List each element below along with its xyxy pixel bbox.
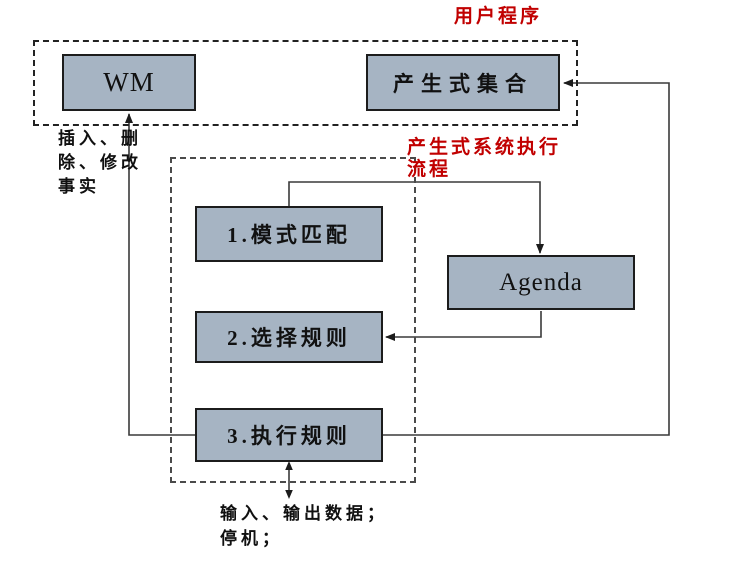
step2-select-rule-node: 2.选择规则 <box>195 311 383 363</box>
exec-flow-caption: 产生式系统执行 流程 <box>407 137 562 180</box>
step1-node-label: 1.模式匹配 <box>227 223 351 247</box>
arrow-step3-to-wm <box>125 113 195 436</box>
step2-node-label: 2.选择规则 <box>227 326 351 350</box>
step3-node-label: 3.执行规则 <box>227 424 351 448</box>
step1-pattern-match-node: 1.模式匹配 <box>195 206 383 262</box>
io-note: 输入、输出数据； 停机； <box>220 504 388 548</box>
step3-execute-rule-node: 3.执行规则 <box>195 408 383 462</box>
agenda-node-label: Agenda <box>499 268 583 296</box>
arrow-agenda-to-step2 <box>385 311 542 341</box>
production-set-node-label: 产生式集合 <box>393 71 533 96</box>
wm-node: WM <box>62 54 196 111</box>
wm-edit-note: 插入、删 除、修改 事实 <box>58 129 142 196</box>
agenda-node: Agenda <box>447 255 635 310</box>
user-program-dashed-frame <box>33 40 578 126</box>
exec-flow-dashed-frame <box>170 157 416 483</box>
wm-node-label: WM <box>103 67 155 97</box>
arrow-step3-io-head-down <box>285 490 293 499</box>
arrow-step3-io-head-up <box>285 461 293 470</box>
arrow-step3-to-production-set <box>383 79 670 436</box>
user-program-caption: 用户程序 <box>454 6 543 27</box>
production-set-node: 产生式集合 <box>366 54 560 111</box>
